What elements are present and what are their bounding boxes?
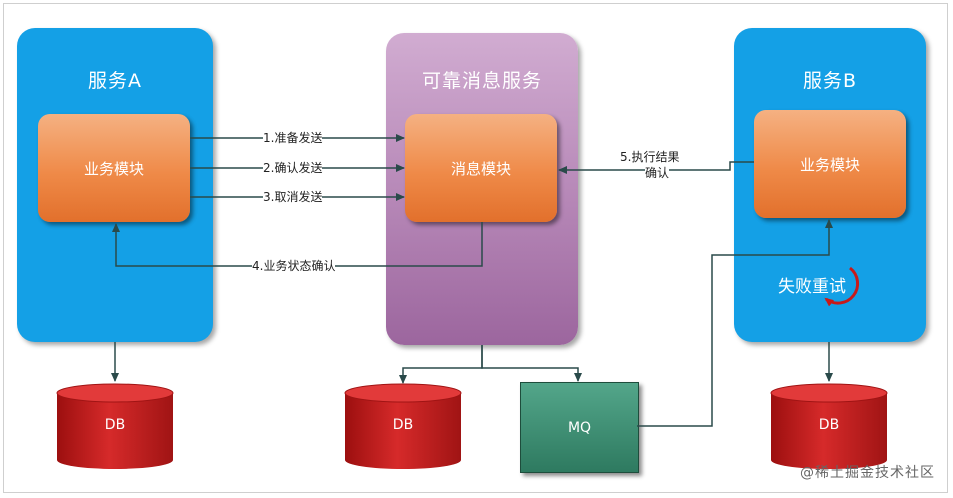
edge-label-result-line2: 确认 (645, 166, 670, 180)
message-module: 消息模块 (405, 114, 557, 222)
service-a-business-module: 业务模块 (38, 114, 190, 222)
service-b-db-label: DB (818, 417, 840, 433)
edge-message-to-mq (481, 345, 582, 382)
service-a-db-label: DB (104, 417, 126, 433)
retry-circular-arrow-icon (824, 266, 860, 307)
message-service-db (344, 383, 462, 469)
edge-result-confirm (558, 161, 754, 174)
mq-box: MQ (520, 382, 639, 473)
service-b-business-module: 业务模块 (754, 110, 906, 218)
edge-label-confirm: 2.确认发送 (263, 161, 323, 175)
edge-label-status-check: 4.业务状态确认 (252, 259, 336, 273)
reliable-message-service-title: 可靠消息服务 (421, 70, 542, 92)
retry-label: 失败重试 (778, 277, 846, 297)
diagram-frame (3, 3, 948, 493)
edge-label-prepare: 1.准备发送 (263, 131, 323, 145)
message-service-db-label: DB (392, 417, 414, 433)
watermark: @稀土掘金技术社区 (800, 465, 935, 481)
edge-mq-to-service-b (637, 219, 833, 427)
service-a-title: 服务A (88, 70, 142, 92)
service-b-title: 服务B (802, 70, 858, 92)
service-a-db (56, 383, 174, 469)
edge-message-to-db (399, 345, 483, 384)
edge-label-result-line1: 5.执行结果 (620, 150, 680, 164)
service-b-db (770, 383, 888, 469)
edge-label-cancel: 3.取消发送 (263, 190, 323, 204)
